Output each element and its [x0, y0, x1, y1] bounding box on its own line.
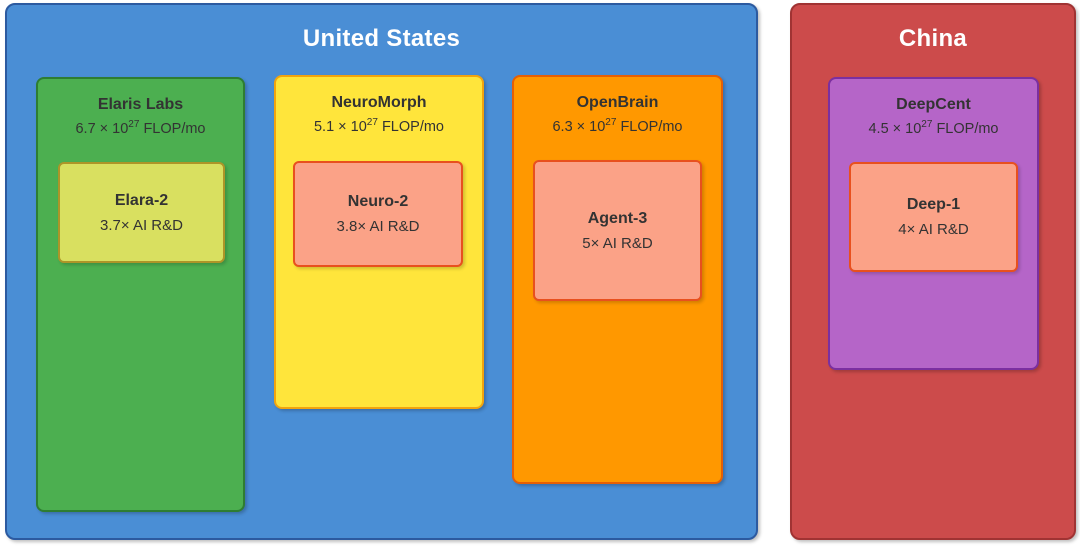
model-rd-elara-2: 3.7× AI R&D [100, 216, 183, 234]
compute-exponent: 27 [921, 119, 933, 131]
lab-name-deepcent: DeepCent [896, 96, 971, 113]
lab-name-elaris-labs: Elaris Labs [97, 96, 184, 113]
lab-compute-neuromorph: 5.1 × 1027 FLOP/mo [276, 117, 482, 135]
model-name-neuro-2: Neuro-2 [347, 193, 409, 210]
compute-mantissa: 6.7 × 10 [75, 121, 129, 137]
compute-mantissa: 4.5 × 10 [868, 121, 922, 137]
lab-compute-elaris-labs: 6.7 × 1027 FLOP/mo [38, 119, 243, 137]
compute-unit: FLOP/mo [616, 119, 683, 135]
model-box-deep-1: Deep-1 4× AI R&D [849, 162, 1018, 272]
model-name-deep-1: Deep-1 [906, 196, 961, 213]
model-box-neuro-2: Neuro-2 3.8× AI R&D [293, 161, 463, 267]
compute-exponent: 27 [366, 117, 378, 129]
country-box-china: China DeepCent 4.5 × 1027 FLOP/mo Deep-1… [790, 3, 1076, 540]
model-name-elara-2: Elara-2 [114, 191, 169, 209]
lab-name-neuromorph: NeuroMorph [331, 94, 427, 111]
compute-unit: FLOP/mo [377, 119, 444, 135]
model-rd-agent-3: 5× AI R&D [582, 234, 653, 252]
compute-exponent: 27 [128, 119, 140, 131]
country-title-china: China [898, 25, 968, 52]
lab-box-deepcent: DeepCent 4.5 × 1027 FLOP/mo Deep-1 4× AI… [828, 77, 1039, 370]
model-name-agent-3: Agent-3 [587, 209, 648, 227]
model-rd-neuro-2: 3.8× AI R&D [336, 218, 420, 235]
model-box-agent-3: Agent-3 5× AI R&D [533, 160, 702, 301]
lab-box-neuromorph: NeuroMorph 5.1 × 1027 FLOP/mo Neuro-2 3.… [274, 75, 484, 409]
lab-box-elaris-labs: Elaris Labs 6.7 × 1027 FLOP/mo Elara-2 3… [36, 77, 245, 512]
lab-compute-openbrain: 6.3 × 1027 FLOP/mo [514, 117, 721, 135]
model-box-elara-2: Elara-2 3.7× AI R&D [58, 162, 225, 263]
compute-mantissa: 5.1 × 10 [313, 119, 367, 135]
model-rd-deep-1: 4× AI R&D [898, 221, 969, 238]
compute-mantissa: 6.3 × 10 [552, 119, 606, 135]
lab-name-openbrain: OpenBrain [576, 94, 659, 111]
lab-compute-deepcent: 4.5 × 1027 FLOP/mo [830, 119, 1037, 137]
compute-unit: FLOP/mo [932, 121, 999, 137]
country-box-united-states: United States Elaris Labs 6.7 × 1027 FLO… [5, 3, 758, 540]
lab-box-openbrain: OpenBrain 6.3 × 1027 FLOP/mo Agent-3 5× … [512, 75, 723, 484]
country-title-united-states: United States [302, 25, 461, 52]
compute-unit: FLOP/mo [139, 121, 206, 137]
compute-exponent: 27 [605, 117, 617, 129]
